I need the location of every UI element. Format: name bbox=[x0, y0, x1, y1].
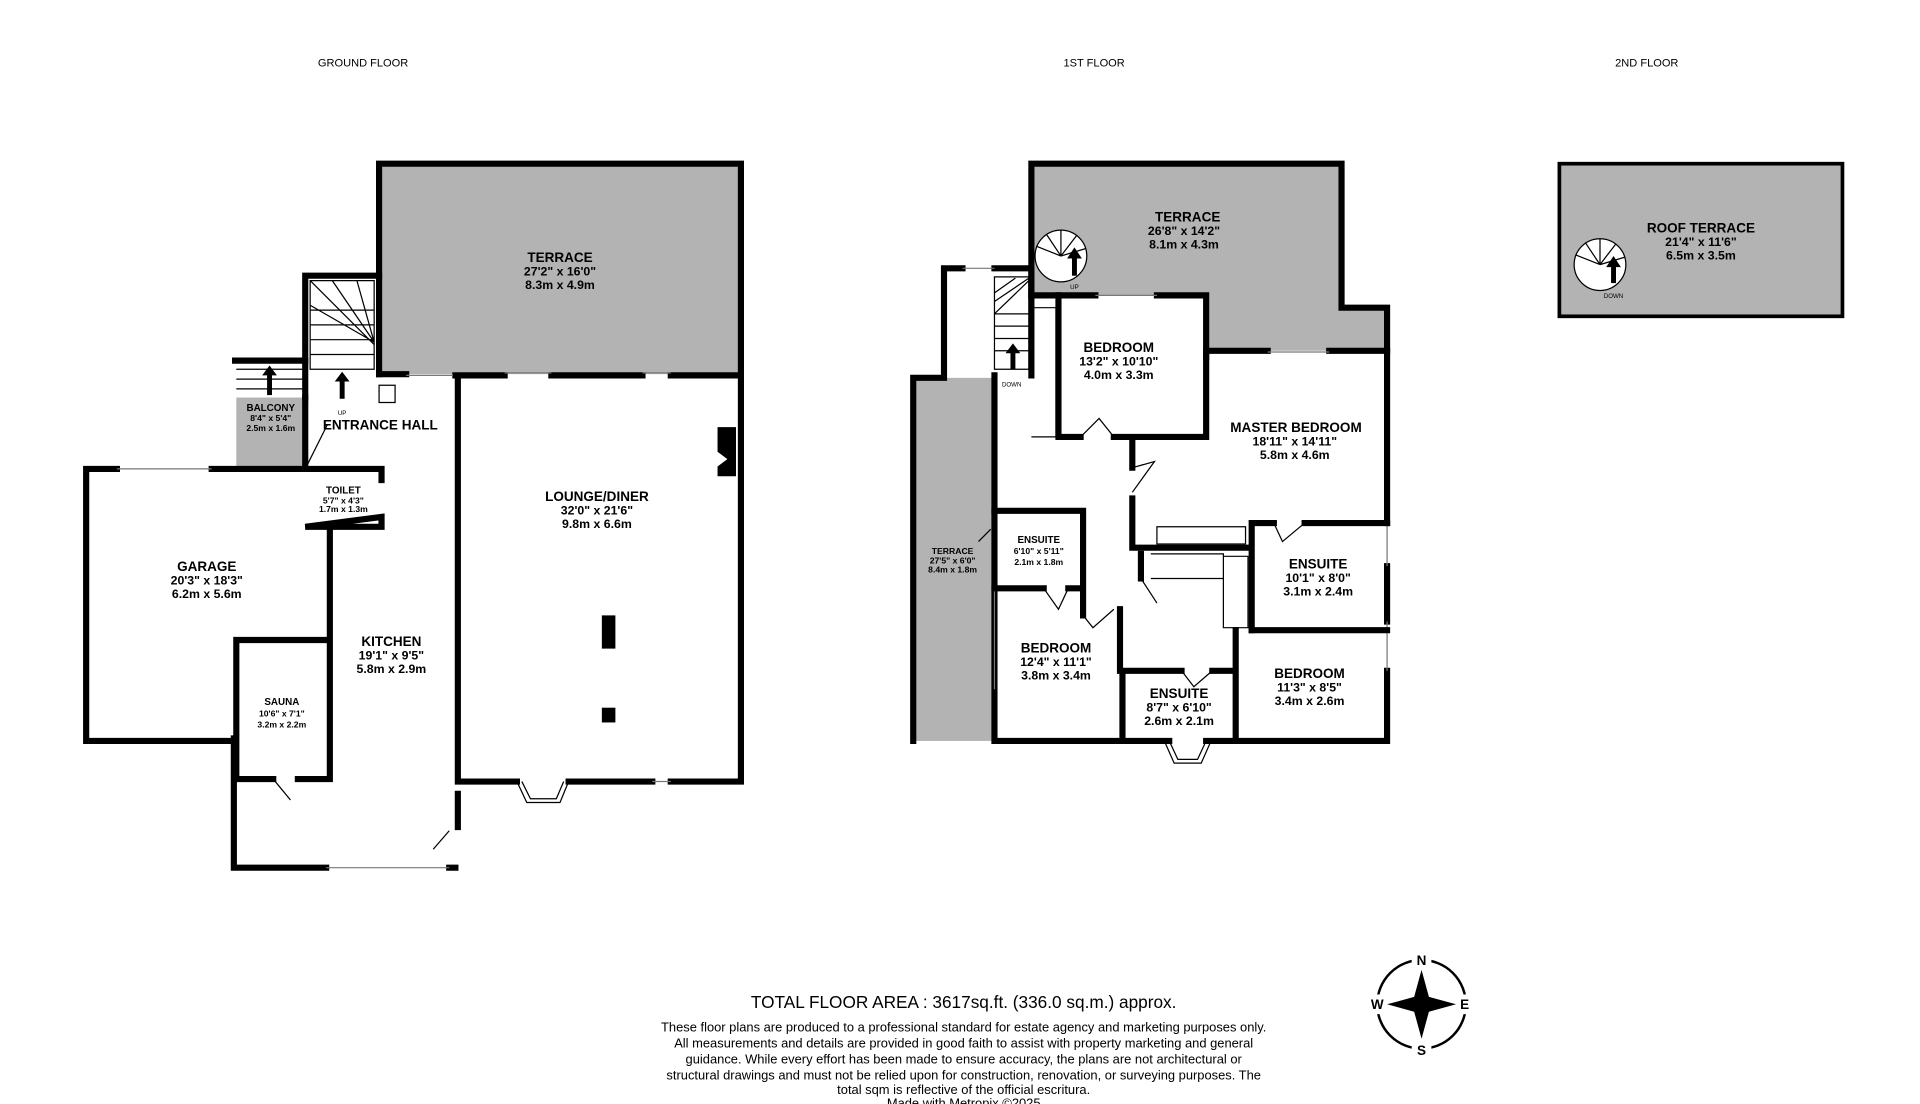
room-dimensions: 13'2" x 10'10" bbox=[1079, 355, 1158, 369]
room-name: BEDROOM bbox=[1021, 640, 1092, 655]
second-floor-label: 2ND FLOOR bbox=[1615, 57, 1678, 69]
ground-floor-plan: TERRACE 27'2" x 16'0" 8.3m x 4.9m BALCON… bbox=[83, 160, 744, 871]
room-dimensions: 20'3" x 18'3" bbox=[171, 574, 243, 588]
room-dimensions: 2.6m x 2.1m bbox=[1144, 714, 1214, 728]
compass-icon: N S E W bbox=[1368, 950, 1475, 1059]
pillar bbox=[601, 707, 616, 723]
room-name: KITCHEN bbox=[361, 634, 421, 649]
room-dimensions: 1.7m x 1.3m bbox=[319, 504, 368, 514]
room-name: BALCONY bbox=[246, 403, 295, 414]
room-dimensions: 8.3m x 4.9m bbox=[525, 278, 595, 292]
spiral-stairs bbox=[1034, 229, 1088, 283]
balcony-area bbox=[236, 397, 306, 468]
room-dimensions: 5'7" x 4'3" bbox=[323, 495, 364, 505]
room-dimensions: 19'1" x 9'5" bbox=[359, 649, 425, 663]
room-name: SAUNA bbox=[264, 697, 299, 708]
room-dimensions: 27'2" x 16'0" bbox=[524, 265, 596, 279]
room-name: GARAGE bbox=[177, 559, 236, 574]
room-dimensions: 10'6" x 7'1" bbox=[259, 708, 305, 718]
compass-east: E bbox=[1460, 997, 1469, 1012]
room-name: TERRACE bbox=[932, 546, 974, 556]
pillar bbox=[601, 615, 616, 649]
room-dimensions: 5.8m x 4.6m bbox=[1260, 448, 1330, 462]
room-dimensions: 27'5" x 6'0" bbox=[930, 556, 976, 566]
side-terrace-area bbox=[913, 377, 995, 741]
room-dimensions: 3.4m x 2.6m bbox=[1275, 694, 1345, 708]
room-dimensions: 8.1m x 4.3m bbox=[1149, 238, 1219, 252]
terrace-area bbox=[379, 163, 741, 375]
disclaimer: These floor plans are produced to a prof… bbox=[661, 1019, 1266, 1104]
stairs bbox=[993, 276, 1030, 370]
room-name: BEDROOM bbox=[1274, 666, 1345, 681]
room-dimensions: 8'4" x 5'4" bbox=[250, 413, 291, 423]
room-dimensions: 10'1" x 8'0" bbox=[1285, 571, 1351, 585]
room-dimensions: 26'8" x 14'2" bbox=[1148, 224, 1220, 238]
room-name: ENSUITE bbox=[1017, 535, 1060, 546]
disclaimer-line: total sqm is reflective of the official … bbox=[837, 1082, 1090, 1097]
room-name: ROOF TERRACE bbox=[1647, 221, 1755, 236]
room-dimensions: 21'4" x 11'6" bbox=[1665, 235, 1737, 249]
first-floor-label: 1ST FLOOR bbox=[1064, 57, 1125, 69]
stairs bbox=[232, 272, 383, 401]
room-dimensions: 5.8m x 2.9m bbox=[357, 662, 427, 676]
room-dimensions: 8'7" x 6'10" bbox=[1146, 700, 1212, 714]
stairs-label: DOWN bbox=[1002, 381, 1021, 388]
room-dimensions: 6'10" x 5'11" bbox=[1014, 546, 1064, 556]
ground-floor-label: GROUND FLOOR bbox=[318, 57, 408, 69]
room-dimensions: 8.4m x 1.8m bbox=[928, 564, 977, 574]
room-dimensions: 4.0m x 3.3m bbox=[1084, 368, 1154, 382]
room-name: TERRACE bbox=[527, 250, 592, 265]
compass-west: W bbox=[1371, 997, 1384, 1012]
room-name: TERRACE bbox=[1155, 210, 1220, 225]
room-dimensions: 32'0" x 21'6" bbox=[561, 503, 633, 517]
room-dimensions: 2.5m x 1.6m bbox=[246, 423, 295, 433]
room-dimensions: 12'4" x 11'1" bbox=[1020, 655, 1092, 669]
stairs-label: UP bbox=[338, 410, 347, 417]
stairs-label: DOWN bbox=[1604, 293, 1623, 300]
room-dimensions: 3.2m x 2.2m bbox=[257, 719, 306, 729]
room-name: ENTRANCE HALL bbox=[323, 418, 438, 433]
spiral-stairs bbox=[1573, 238, 1627, 292]
room-name: MASTER BEDROOM bbox=[1230, 420, 1361, 435]
room-dimensions: 3.1m x 2.4m bbox=[1283, 585, 1353, 599]
terrace-area bbox=[1031, 163, 1388, 351]
room-name: LOUNGE/DINER bbox=[545, 489, 649, 504]
room-dimensions: 3.8m x 3.4m bbox=[1021, 668, 1091, 682]
first-floor-plan: UP DOWN BEDROOM 13'2" x 10'10" 4.0m x 3.… bbox=[910, 160, 1391, 764]
disclaimer-line: guidance. While every effort has been ma… bbox=[686, 1051, 1243, 1066]
stairs-label: UP bbox=[1070, 284, 1079, 291]
room-dimensions: 6.5m x 3.5m bbox=[1666, 249, 1736, 263]
room-name: TOILET bbox=[326, 486, 361, 497]
compass-south: S bbox=[1417, 1043, 1426, 1058]
room-dimensions: 2.1m x 1.8m bbox=[1014, 557, 1063, 567]
disclaimer-line: structural drawings and must not be reli… bbox=[666, 1067, 1260, 1082]
second-floor-plan: DOWN ROOF TERRACE 21'4" x 11'6" 6.5m x 3… bbox=[1557, 161, 1845, 319]
room-dimensions: 18'11" x 14'11" bbox=[1252, 435, 1337, 449]
disclaimer-line: All measurements and details are provide… bbox=[674, 1035, 1253, 1050]
room-dimensions: 11'3" x 8'5" bbox=[1277, 681, 1342, 695]
compass-north: N bbox=[1417, 953, 1427, 968]
total-floor-area: TOTAL FLOOR AREA : 3617sq.ft. (336.0 sq.… bbox=[751, 992, 1177, 1012]
room-dimensions: 9.8m x 6.6m bbox=[562, 517, 632, 531]
room-name: BEDROOM bbox=[1083, 340, 1154, 355]
disclaimer-line: These floor plans are produced to a prof… bbox=[661, 1019, 1266, 1034]
room-name: ENSUITE bbox=[1289, 557, 1348, 572]
room-name: ENSUITE bbox=[1150, 686, 1209, 701]
credit-line: Made with Metropix ©2025 bbox=[887, 1096, 1041, 1104]
room-dimensions: 6.2m x 5.6m bbox=[172, 587, 242, 601]
